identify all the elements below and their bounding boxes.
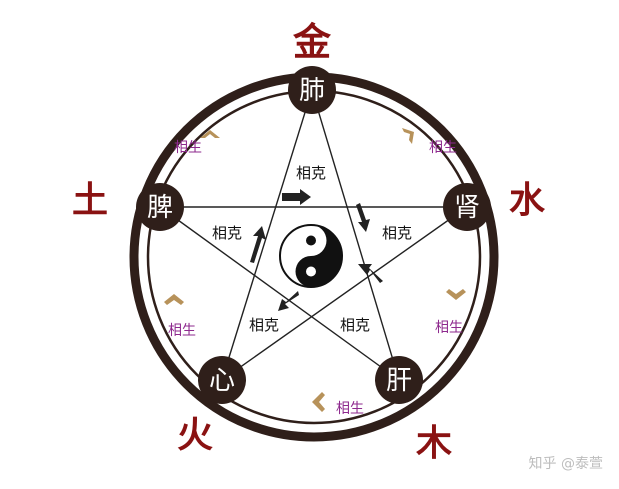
yin-yang-icon — [279, 224, 343, 288]
star-line-heart-lung — [221, 89, 313, 381]
overcome-star — [159, 89, 468, 381]
generate-arrow-wood-fire — [312, 392, 325, 412]
overcome-arrow-spleen-kidney — [282, 189, 311, 205]
element-fire: 火 — [177, 414, 213, 456]
star-line-liver-spleen — [159, 206, 400, 381]
overcome-label: 相克 — [296, 164, 326, 182]
overcome-label: 相克 — [212, 224, 242, 242]
overcome-label: 相克 — [382, 224, 412, 242]
watermark-text: 知乎 @泰萱 — [529, 455, 603, 472]
organ-label-spleen: 脾 — [147, 193, 173, 223]
generate-arrow-metal-water — [402, 128, 414, 144]
organ-node-lung: 肺 — [288, 66, 336, 114]
overcome-arrow-kidney-heart — [278, 291, 299, 311]
generate-label: 相生 — [168, 323, 196, 339]
star-line-kidney-heart — [221, 206, 468, 381]
organ-label-kidney: 肾 — [454, 193, 480, 223]
overcome-label: 相克 — [340, 316, 370, 334]
element-water: 水 — [509, 179, 546, 221]
generate-arrow-fire-earth — [164, 294, 184, 305]
organ-node-spleen: 脾 — [136, 183, 184, 231]
generate-arrow-earth-metal — [200, 130, 220, 138]
organ-label-heart: 心 — [209, 366, 235, 396]
overcome-arrow-lung-liver — [356, 203, 370, 232]
generate-arrow-water-wood — [446, 289, 466, 300]
generate-label: 相生 — [174, 140, 202, 156]
element-metal: 金 — [292, 19, 332, 64]
organ-label-liver: 肝 — [386, 366, 412, 396]
element-wood: 木 — [416, 422, 452, 464]
generate-label: 相生 — [435, 320, 463, 336]
overcome-arrow-liver-spleen — [358, 264, 383, 283]
overcome-arrows — [250, 189, 383, 311]
organ-node-liver: 肝 — [375, 356, 423, 404]
organ-label-lung: 肺 — [299, 76, 325, 106]
overcome-label: 相克 — [249, 316, 279, 334]
star-line-lung-liver — [311, 89, 400, 381]
organ-node-heart: 心 — [198, 356, 246, 404]
generate-label: 相生 — [336, 401, 364, 417]
element-earth: 土 — [72, 179, 108, 221]
overcome-arrow-heart-lung — [250, 226, 266, 263]
generate-label: 相生 — [429, 140, 457, 156]
organ-node-kidney: 肾 — [443, 183, 491, 231]
generate-arrows — [164, 128, 466, 412]
